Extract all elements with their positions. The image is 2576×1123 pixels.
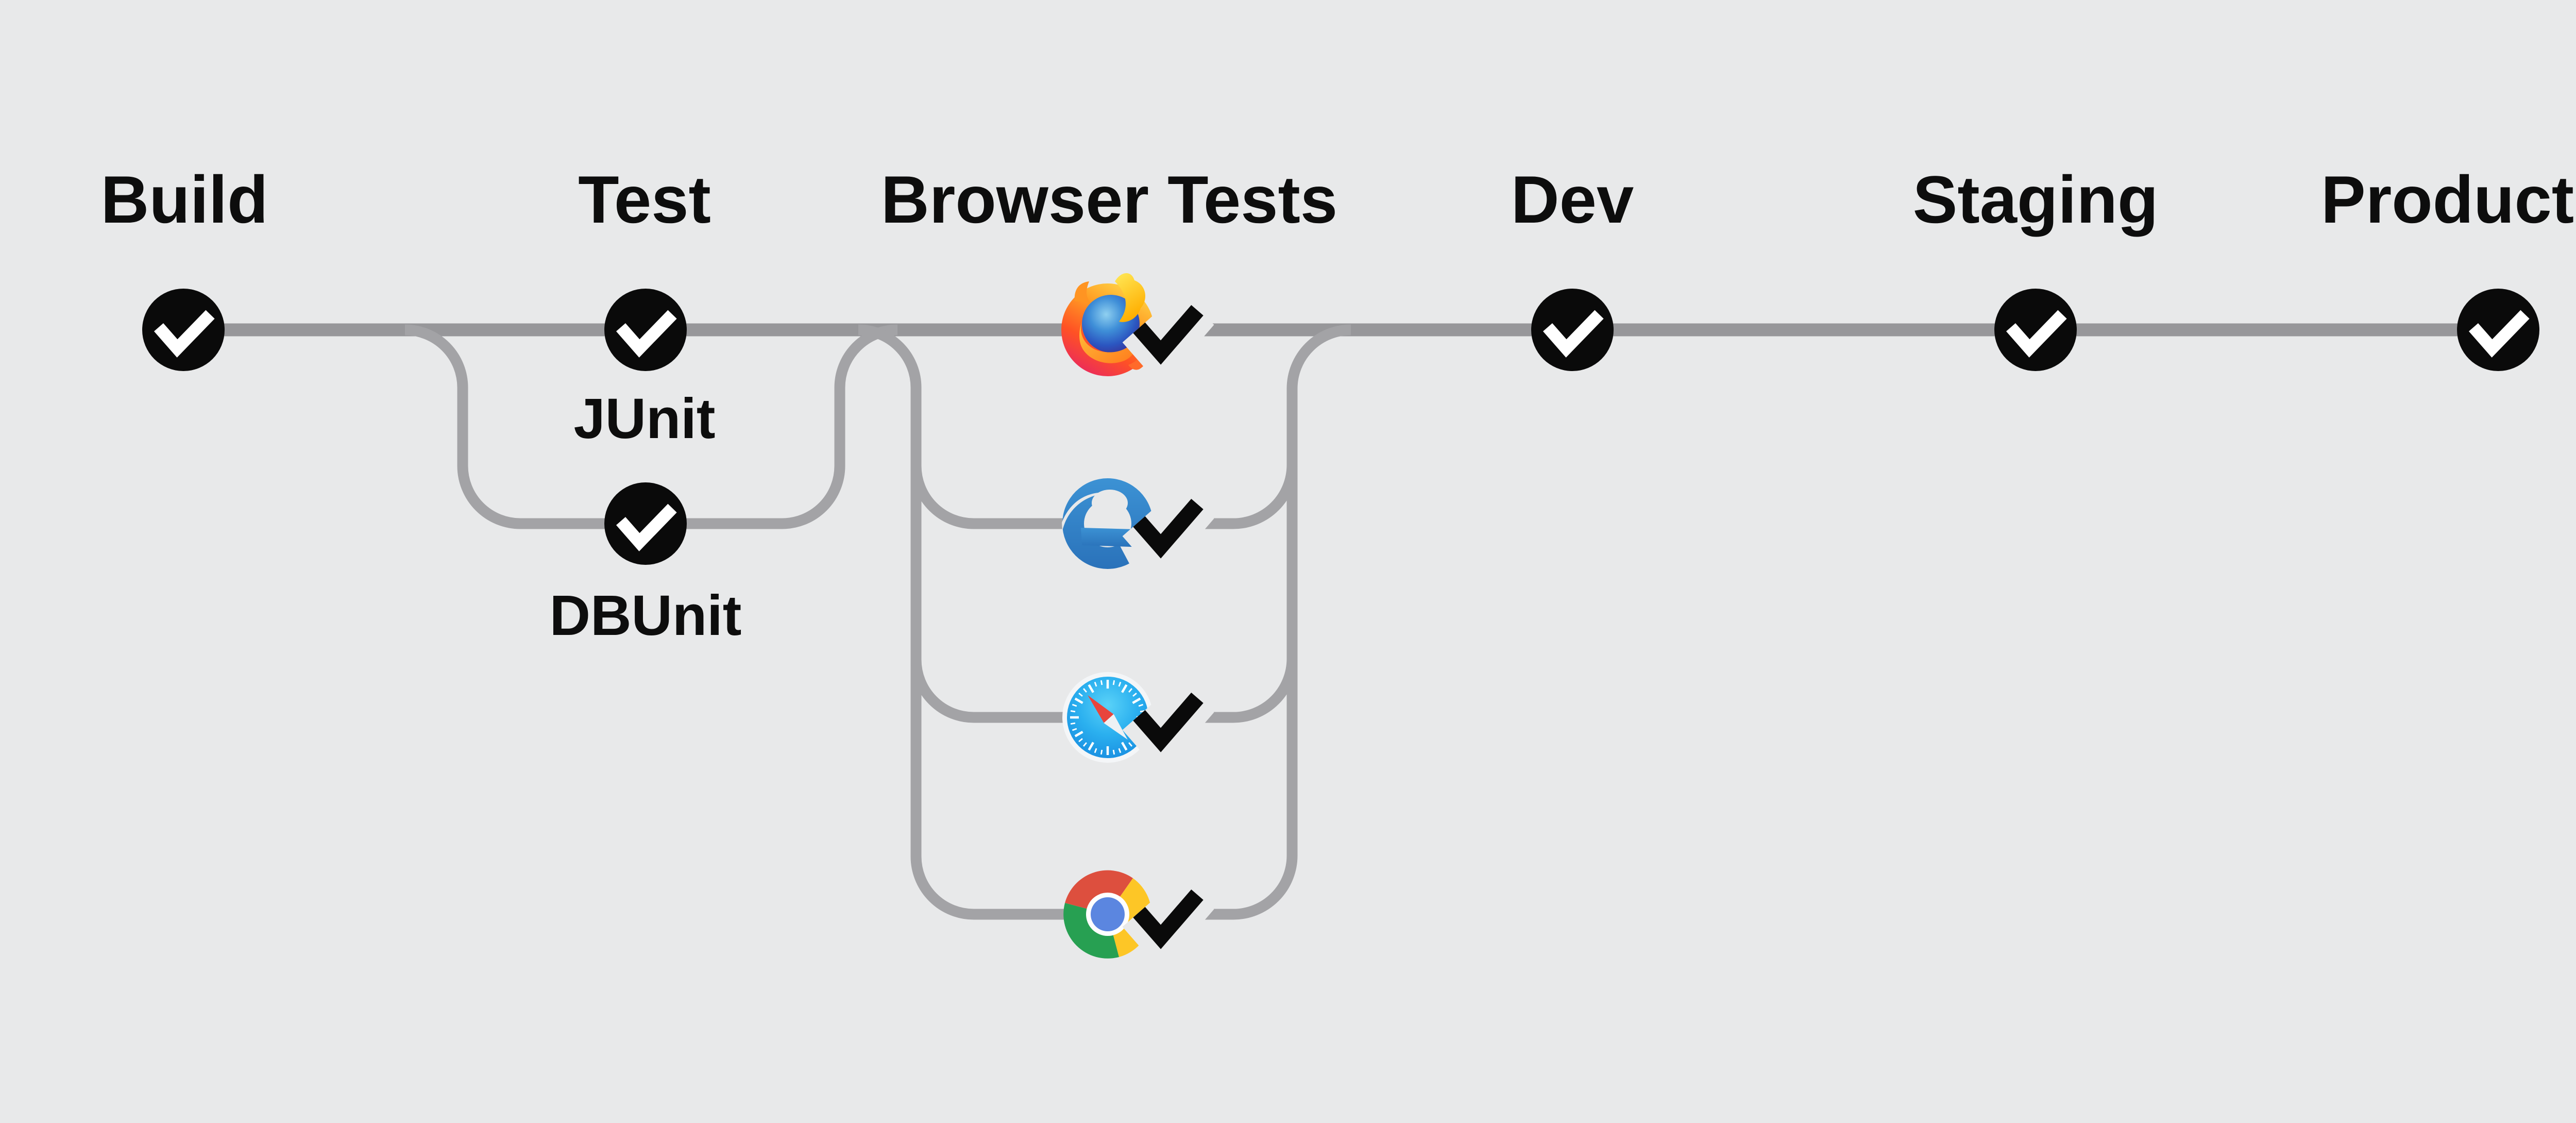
check-icon: [2006, 310, 2067, 358]
node-circle: [604, 482, 687, 565]
check-icon: [154, 310, 215, 358]
stage-label-build: Build: [101, 162, 268, 237]
node-circle: [1531, 289, 1614, 371]
node-circle: [1994, 289, 2077, 371]
check-icon: [2468, 310, 2530, 358]
safari-branch-line: [910, 658, 1298, 723]
stage-labels: Build Test Browser Tests Dev Staging Pro…: [101, 162, 2576, 647]
build-status-node: [142, 289, 225, 371]
junit-status-node: [604, 289, 687, 371]
staging-status-node: [1994, 289, 2077, 371]
browser-branch-trunk-line: [858, 324, 1351, 920]
check-icon: [1543, 310, 1604, 358]
check-icon: [616, 504, 677, 551]
firefox-check-icon: [1122, 295, 1214, 387]
stage-label-production: Production: [2321, 162, 2576, 237]
stage-label-test: Test: [578, 162, 711, 237]
stage-label-browser-tests: Browser Tests: [881, 162, 1337, 237]
node-circle: [2457, 289, 2539, 371]
stage-label-dev: Dev: [1511, 162, 1634, 237]
check-icon: [616, 310, 677, 358]
chrome-check-icon: [1122, 880, 1214, 971]
safari-icon: [1062, 672, 1153, 763]
status-nodes: [142, 289, 2539, 565]
dev-status-node: [1531, 289, 1614, 371]
firefox-icon: [1061, 273, 1154, 376]
browser-checkmarks: [1122, 295, 1214, 971]
production-status-node: [2457, 289, 2539, 371]
safari-check-icon: [1122, 683, 1214, 774]
node-circle: [604, 289, 687, 371]
edge-branch-line: [910, 464, 1298, 529]
stage-label-staging: Staging: [1913, 162, 2159, 237]
node-circle: [142, 289, 225, 371]
edge-check-icon: [1122, 489, 1214, 580]
substep-label-junit: JUnit: [574, 387, 716, 450]
safari-needle: [1088, 695, 1128, 740]
dbunit-status-node: [604, 482, 687, 565]
substep-label-dbunit: DBUnit: [550, 584, 742, 647]
